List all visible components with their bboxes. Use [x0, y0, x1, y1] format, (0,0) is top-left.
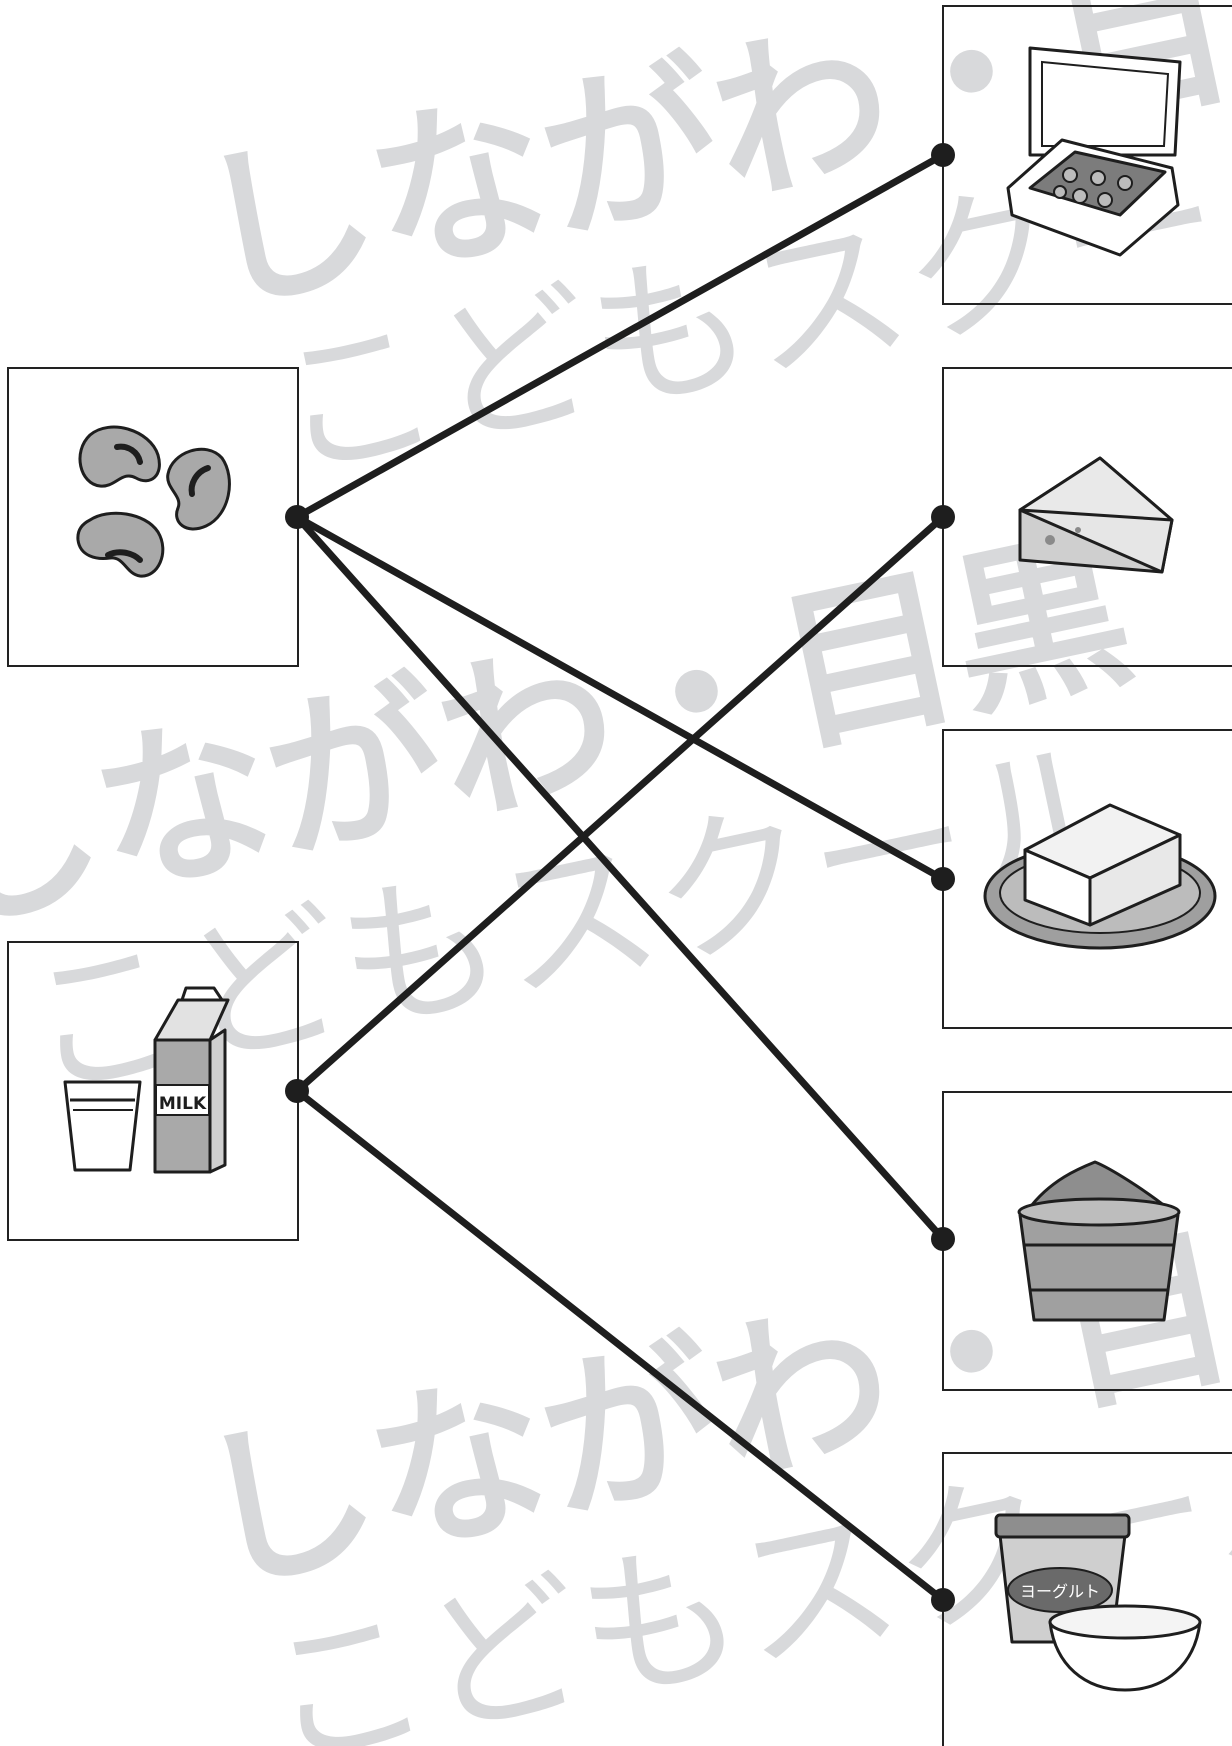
right-dot-cheese[interactable]	[931, 505, 955, 529]
right-dot-yogurt[interactable]	[931, 1588, 955, 1612]
connection-lines	[293, 151, 947, 1604]
connection-line-milk-yogurt	[293, 1087, 947, 1604]
miso-tub-icon	[1017, 1160, 1181, 1322]
cheese-icon	[1018, 456, 1174, 574]
yogurt-icon: ヨーグルト	[994, 1513, 1202, 1692]
left-dot-milk[interactable]	[285, 1079, 309, 1103]
right-dot-tofu[interactable]	[931, 867, 955, 891]
connection-line-milk-cheese	[293, 513, 947, 1095]
yogurt-cup-label: ヨーグルト	[1020, 1582, 1100, 1601]
left-dot-beans[interactable]	[285, 505, 309, 529]
milk-icon: MILK	[63, 986, 230, 1174]
right-dot-miso[interactable]	[931, 1227, 955, 1251]
connection-line-beans-natto	[293, 151, 947, 521]
milk-carton-label: MILK	[159, 1094, 207, 1114]
connection-line-beans-miso	[293, 513, 947, 1243]
connection-line-beans-tofu	[293, 513, 947, 883]
connection-dots	[285, 143, 955, 1612]
tofu-icon	[983, 803, 1217, 950]
left-box-beans	[7, 367, 299, 667]
natto-pack-icon	[1006, 46, 1182, 257]
soybeans-icon	[76, 425, 231, 578]
right-dot-natto[interactable]	[931, 143, 955, 167]
